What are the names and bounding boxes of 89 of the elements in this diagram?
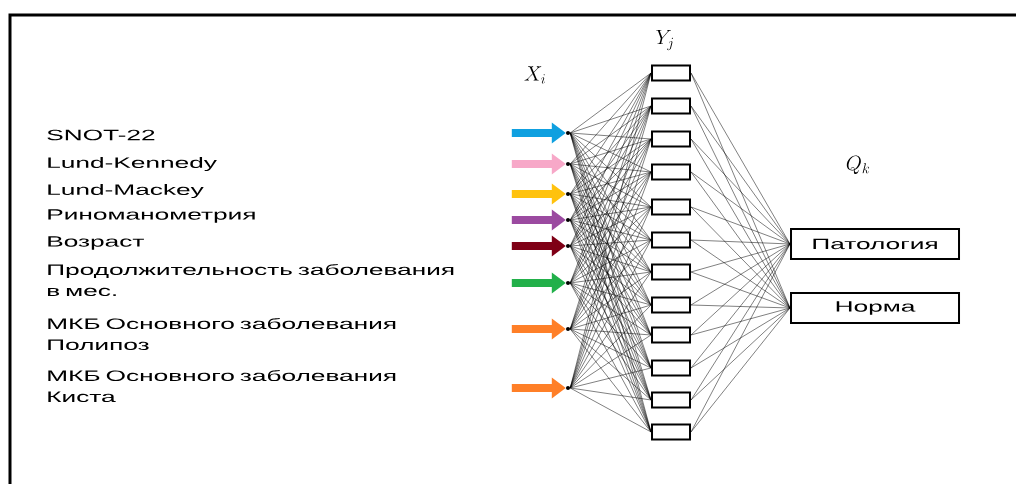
connection-line <box>690 307 791 433</box>
input-label: Риноманометрия <box>48 209 255 223</box>
connection-line <box>569 171 652 195</box>
connection-line <box>569 304 652 389</box>
input-label: Возраст <box>48 236 144 250</box>
connection-line <box>690 307 791 401</box>
connection-line <box>569 206 652 284</box>
neuron-box <box>651 231 691 249</box>
connection-line <box>569 72 652 134</box>
connection-line <box>569 387 652 433</box>
input-label: МКБ Основного заболевания Киста <box>48 369 396 403</box>
connection-line <box>569 239 652 284</box>
connection-line <box>690 171 791 309</box>
connection-line <box>569 271 652 330</box>
connection-line <box>569 328 652 336</box>
input-label: МКБ Основного заболевания Полипоз <box>48 317 396 351</box>
neuron-box <box>651 423 691 441</box>
connection-line <box>569 163 652 173</box>
connection-line <box>569 328 652 369</box>
connection-line <box>569 132 652 208</box>
connection-line <box>690 243 791 336</box>
connection-line <box>569 138 652 195</box>
connection-line <box>569 105 652 134</box>
math-label: $X_i$ <box>524 66 545 84</box>
connection-line <box>569 72 652 165</box>
connection-line <box>569 171 652 284</box>
input-label: Lund-Kennedy <box>48 157 217 171</box>
connection-line <box>569 105 652 247</box>
connection-line <box>569 282 652 369</box>
neuron-box <box>651 391 691 409</box>
neuron-box <box>651 326 691 344</box>
input-label: Lund-Mackey <box>48 184 204 198</box>
connection-line <box>569 163 652 241</box>
connection-line <box>569 193 652 306</box>
output-box: Норма <box>790 292 960 324</box>
neuron-box <box>651 64 691 82</box>
neuron-box <box>651 296 691 314</box>
connection-line <box>569 245 652 306</box>
connection-line <box>569 334 652 389</box>
connection-line <box>569 282 652 306</box>
connection-line <box>569 138 652 165</box>
connection-line <box>569 304 652 330</box>
connection-line <box>690 307 791 336</box>
connection-line <box>569 239 652 247</box>
input-label: SNOT-22 <box>47 129 155 141</box>
connection-line <box>569 219 652 241</box>
connection-line <box>569 105 652 165</box>
connection-line <box>569 163 652 273</box>
connection-line <box>569 193 652 208</box>
connection-line <box>690 307 791 369</box>
connection-line <box>569 193 652 273</box>
connection-line <box>690 105 791 245</box>
connection-line <box>569 206 652 247</box>
neuron-box <box>651 198 691 216</box>
connection-line <box>569 328 652 433</box>
connection-line <box>569 271 652 389</box>
connection-line <box>569 245 652 273</box>
connection-line <box>569 387 652 401</box>
connection-line <box>569 206 652 221</box>
connection-line <box>690 239 791 245</box>
connection-line <box>569 132 652 140</box>
connection-line <box>690 138 791 245</box>
input-label: Продолжительность заболевания в мес. <box>48 263 454 297</box>
connection-line <box>569 245 652 369</box>
connection-line <box>690 243 791 369</box>
connection-line <box>569 163 652 208</box>
connection-line <box>569 105 652 221</box>
output-box: Патология <box>790 228 960 260</box>
connection-line <box>569 367 652 389</box>
connection-line <box>569 72 652 284</box>
neuron-box <box>651 97 691 115</box>
connection-line <box>690 271 791 309</box>
connection-line <box>690 206 791 245</box>
connection-line <box>569 171 652 247</box>
connection-line <box>569 271 652 284</box>
connection-line <box>569 282 652 401</box>
neuron-box <box>651 130 691 148</box>
connection-line <box>569 328 652 401</box>
connection-line <box>569 132 652 173</box>
neuron-box <box>651 163 691 181</box>
connection-line <box>690 304 791 309</box>
connection-line <box>690 243 791 273</box>
neuron-box <box>651 359 691 377</box>
connection-line <box>569 193 652 241</box>
neuron-box <box>651 263 691 281</box>
math-label: $Y_j$ <box>656 29 673 51</box>
connection-line <box>569 219 652 306</box>
math-label: $Q_k$ <box>846 155 870 175</box>
connection-line <box>690 171 791 245</box>
